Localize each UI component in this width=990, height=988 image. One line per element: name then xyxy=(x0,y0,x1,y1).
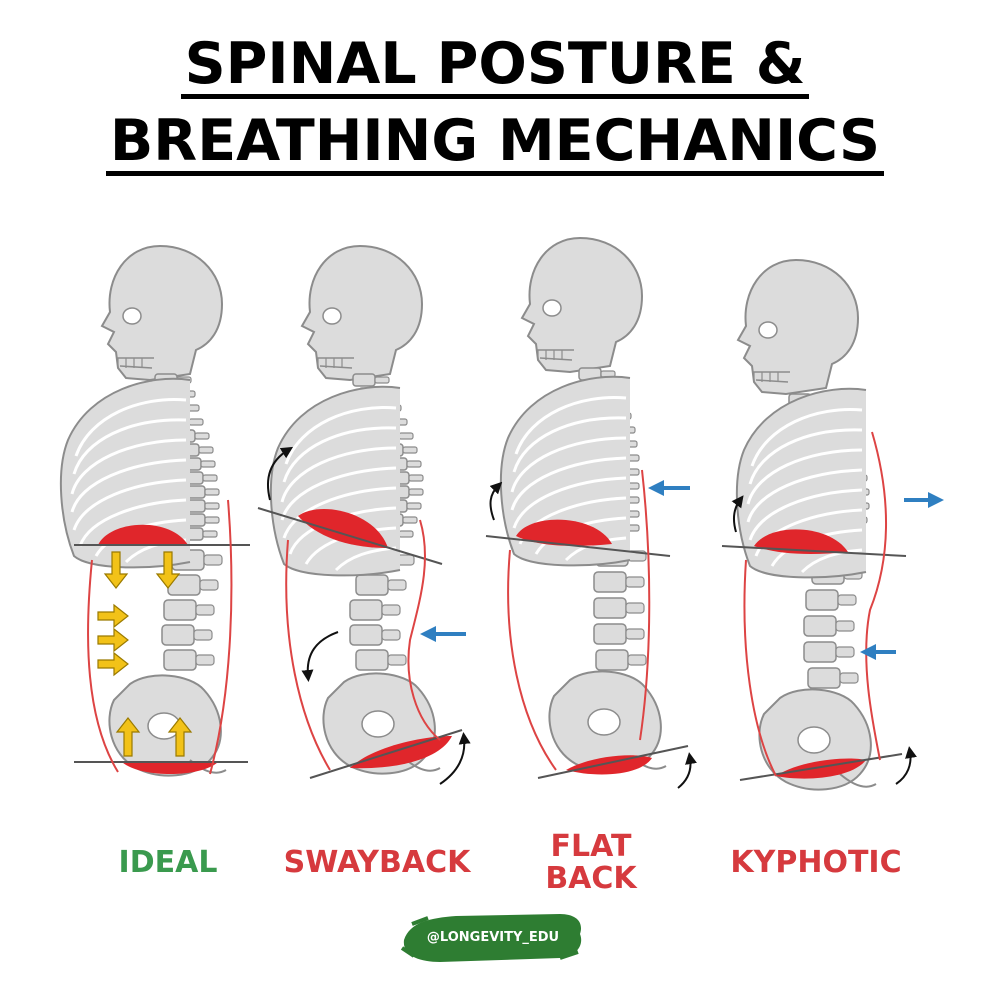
handle-text: @LONGEVITY_EDU xyxy=(426,930,560,945)
diaphragm-ideal xyxy=(98,524,188,545)
diaphragm-flatback xyxy=(516,519,612,546)
title-line-1: SPINAL POSTURE & xyxy=(180,34,810,99)
label-kyphotic: KYPHOTIC xyxy=(730,845,902,880)
skull-flatback xyxy=(521,237,643,373)
pelvic-floor-swayback xyxy=(350,736,452,769)
title-line-2: BREATHING MECHANICS xyxy=(105,111,885,176)
diaphragm-kyphotic xyxy=(754,529,848,554)
pelvis-flatback xyxy=(548,670,667,773)
handle-badge-brush xyxy=(403,914,582,962)
label-flatback-line1: FLAT xyxy=(550,829,632,864)
skull-ideal xyxy=(101,245,223,381)
label-ideal: IDEAL xyxy=(118,845,218,880)
label-swayback: SWAYBACK xyxy=(283,845,471,880)
arrows-ideal xyxy=(97,551,193,757)
pelvic-floor-ideal xyxy=(122,762,218,774)
figure-ideal xyxy=(59,245,250,777)
figure-flatback xyxy=(485,237,697,789)
pelvic-floor-flatback xyxy=(566,755,652,775)
skull-kyphotic xyxy=(737,259,859,395)
figure-swayback xyxy=(257,245,471,785)
page-title: SPINAL POSTURE & BREATHING MECHANICS xyxy=(0,30,990,184)
skull-swayback xyxy=(301,245,423,381)
figure-kyphotic xyxy=(721,259,944,791)
diaphragm-swayback xyxy=(298,509,388,548)
label-flatback-line2: BACK xyxy=(545,861,637,896)
